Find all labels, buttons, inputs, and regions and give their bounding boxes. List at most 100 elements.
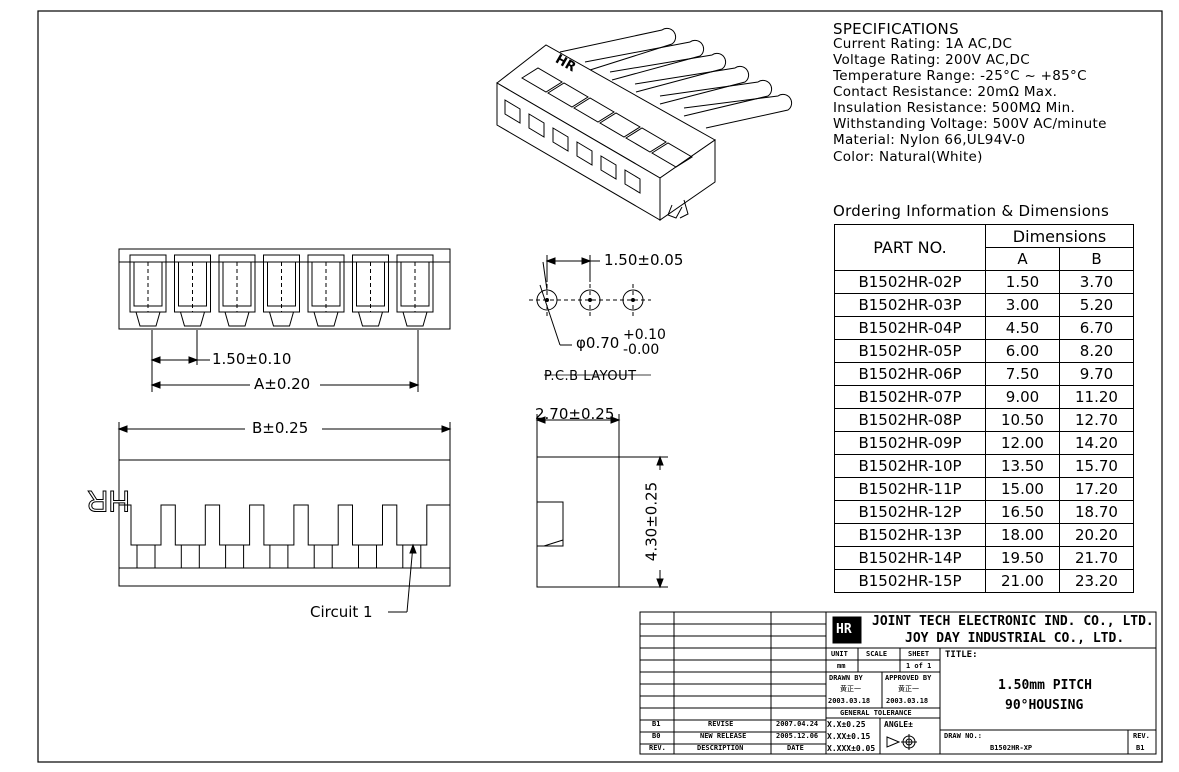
- part-number-cell: B1502HR-13P: [834, 523, 986, 547]
- spec-temperature: Temperature Range: -25°C ~ +85°C: [833, 68, 1087, 84]
- scale-label: SCALE: [866, 650, 888, 658]
- ordering-title: Ordering Information & Dimensions: [833, 202, 1110, 220]
- unit-value: mm: [837, 662, 846, 670]
- dim-a-cell: 18.00: [985, 523, 1060, 547]
- spec-material: Material: Nylon 66,UL94V-0: [833, 132, 1026, 148]
- circuit-label: Circuit 1: [310, 603, 373, 621]
- header-b: B: [1059, 247, 1134, 271]
- part-number-cell: B1502HR-10P: [834, 454, 986, 478]
- dim-a-cell: 6.00: [985, 339, 1060, 363]
- drawn-date: 2003.03.18: [828, 697, 871, 705]
- dim-b-cell: 6.70: [1059, 316, 1134, 340]
- approved-date: 2003.03.18: [886, 697, 929, 705]
- tolerance-3: X.XXX±0.05: [827, 744, 876, 753]
- isometric-view: HR: [496, 27, 793, 221]
- wires: [559, 27, 793, 129]
- part-number-cell: B1502HR-04P: [834, 316, 986, 340]
- title-label: TITLE:: [945, 650, 978, 660]
- drawn-by-label: DRAWN BY: [829, 674, 863, 682]
- dim-b-cell: 21.70: [1059, 546, 1134, 570]
- part-number-cell: B1502HR-08P: [834, 408, 986, 432]
- header-dimensions: Dimensions: [985, 224, 1134, 248]
- pitch-dimension: 1.50±0.10: [212, 350, 292, 368]
- dim-b-cell: 14.20: [1059, 431, 1134, 455]
- sheet-border: [37, 10, 1163, 763]
- unit-label: UNIT: [831, 650, 848, 658]
- angle-label: ANGLE±: [884, 720, 913, 729]
- part-number-cell: B1502HR-03P: [834, 293, 986, 317]
- tolerance-2: X.XX±0.15: [827, 732, 871, 741]
- dim-b-cell: 8.20: [1059, 339, 1134, 363]
- svg-text:HR: HR: [87, 484, 130, 517]
- hole-tol-minus: -0.00: [623, 342, 660, 358]
- approved-by-name: 黄正一: [898, 685, 919, 693]
- spec-insulation: Insulation Resistance: 500MΩ Min.: [833, 100, 1076, 116]
- dim-b-cell: 17.20: [1059, 477, 1134, 501]
- rev-header-desc: DESCRIPTION: [697, 744, 744, 752]
- part-number-cell: B1502HR-12P: [834, 500, 986, 524]
- header-a: A: [985, 247, 1060, 271]
- side-view: [535, 414, 668, 589]
- spec-withstanding: Withstanding Voltage: 500V AC/minute: [833, 116, 1107, 132]
- dim-b-cell: 3.70: [1059, 270, 1134, 294]
- part-number-cell: B1502HR-05P: [834, 339, 986, 363]
- dim-b-cell: 20.20: [1059, 523, 1134, 547]
- dim-a-cell: 15.00: [985, 477, 1060, 501]
- title-block: [639, 611, 1157, 755]
- sheet-value: 1 of 1: [906, 662, 932, 670]
- hole-tol-plus: +0.10: [623, 327, 666, 343]
- hole-diameter: φ0.70: [576, 334, 620, 352]
- draw-no-label: DRAW NO.:: [944, 732, 982, 740]
- company-name-2: JOY DAY INDUSTRIAL CO., LTD.: [905, 631, 1125, 646]
- part-number-cell: B1502HR-11P: [834, 477, 986, 501]
- general-tolerance-label: GENERAL TOLERANCE: [840, 709, 912, 717]
- dim-a-cell: 16.50: [985, 500, 1060, 524]
- dim-a-cell: 19.50: [985, 546, 1060, 570]
- dim-a-cell: 12.00: [985, 431, 1060, 455]
- spec-color: Color: Natural(White): [833, 149, 983, 165]
- depth-dimension: 2.70±0.25: [535, 405, 615, 423]
- logo-text: HR: [836, 622, 852, 637]
- tolerance-1: X.X±0.25: [827, 720, 866, 729]
- a-dimension: A±0.20: [254, 375, 311, 393]
- pcb-layout: [529, 255, 651, 376]
- b-dimension: B±0.25: [252, 419, 309, 437]
- front-view: [118, 248, 451, 392]
- height-dimension: 4.30±0.25: [642, 481, 661, 562]
- pcb-pitch-dimension: 1.50±0.05: [604, 251, 684, 269]
- part-number-cell: B1502HR-07P: [834, 385, 986, 409]
- header-part-no: PART NO.: [834, 224, 986, 271]
- part-number-cell: B1502HR-02P: [834, 270, 986, 294]
- rev-row-2-desc: NEW RELEASE: [700, 732, 747, 740]
- part-number-cell: B1502HR-06P: [834, 362, 986, 386]
- rev-value: B1: [1136, 744, 1145, 752]
- rev-row-1-rev: B1: [652, 720, 661, 728]
- dim-a-cell: 3.00: [985, 293, 1060, 317]
- dim-b-cell: 18.70: [1059, 500, 1134, 524]
- dim-a-cell: 7.50: [985, 362, 1060, 386]
- dim-a-cell: 21.00: [985, 569, 1060, 593]
- spec-heading: SPECIFICATIONS: [833, 20, 959, 38]
- rev-header-rev: REV.: [649, 744, 666, 752]
- rev-label: REV.: [1133, 732, 1150, 740]
- spec-contact-resistance: Contact Resistance: 20mΩ Max.: [833, 84, 1058, 100]
- dim-b-cell: 9.70: [1059, 362, 1134, 386]
- dim-b-cell: 11.20: [1059, 385, 1134, 409]
- dim-b-cell: 12.70: [1059, 408, 1134, 432]
- top-view: HR: [86, 422, 452, 613]
- title-line-1: 1.50mm PITCH: [998, 678, 1092, 693]
- rev-row-2-rev: B0: [652, 732, 661, 740]
- dim-a-cell: 1.50: [985, 270, 1060, 294]
- dim-a-cell: 9.00: [985, 385, 1060, 409]
- spec-current: Current Rating: 1A AC,DC: [833, 36, 1013, 52]
